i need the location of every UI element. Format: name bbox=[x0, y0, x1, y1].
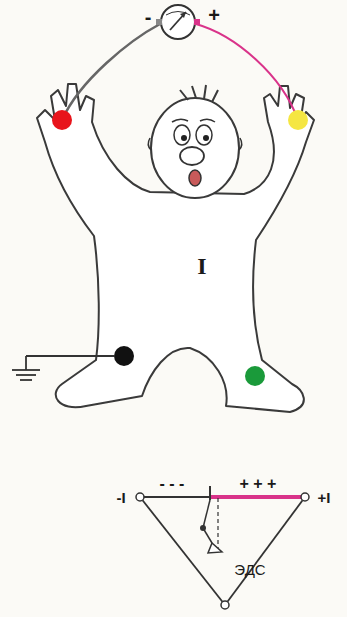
galvanometer bbox=[156, 5, 200, 39]
emf-label: ЭДС bbox=[234, 562, 265, 577]
einthoven-triangle bbox=[136, 493, 309, 609]
lead-minus-end: -I bbox=[116, 490, 125, 505]
ground-symbol bbox=[12, 356, 114, 380]
yellow-electrode bbox=[288, 110, 308, 130]
negative-charges: - - - bbox=[160, 476, 185, 492]
grey-wire bbox=[62, 24, 160, 120]
head bbox=[148, 85, 242, 198]
lead-plus-end: +I bbox=[318, 490, 331, 505]
lead-number: I bbox=[197, 254, 206, 278]
pink-wire bbox=[196, 24, 298, 120]
positive-charges: + + + bbox=[240, 476, 277, 492]
black-electrode bbox=[114, 346, 134, 366]
emf-vector bbox=[200, 486, 222, 553]
red-electrode bbox=[52, 110, 72, 130]
meter-minus: - bbox=[145, 7, 152, 27]
body-outline bbox=[37, 84, 314, 412]
green-electrode bbox=[245, 366, 265, 386]
meter-plus: + bbox=[208, 5, 220, 25]
